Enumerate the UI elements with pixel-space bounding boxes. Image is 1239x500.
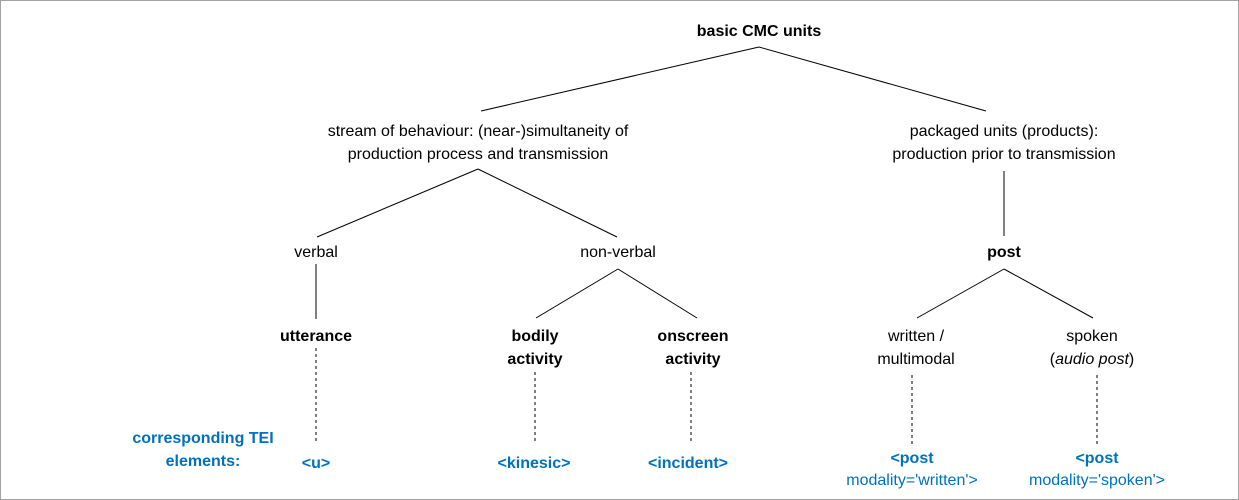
connector-post-to-spoken — [1003, 268, 1094, 319]
node-spoken-line1: spoken — [1066, 328, 1118, 345]
connector-nonverbal-to-bodily — [535, 268, 619, 319]
tei-elements-label: corresponding TEI elements: — [132, 427, 273, 473]
node-verbal: verbal — [294, 244, 338, 261]
tei-tag-post-written: <post modality='written'> — [846, 448, 978, 492]
node-stream-line2: production process and transmission — [347, 146, 609, 163]
spoken-paren-close: ) — [1128, 351, 1135, 368]
node-written-line1: written / — [887, 328, 945, 345]
node-packaged-line2: production prior to transmission — [892, 146, 1116, 163]
tei-post-written-line2: modality='written'> — [846, 472, 978, 489]
node-bodily-activity: bodily activity — [507, 325, 562, 371]
node-non-verbal: non-verbal — [580, 244, 656, 261]
tei-tag-kinesic: <kinesic> — [497, 455, 571, 472]
spoken-paren-open: ( — [1049, 351, 1056, 368]
node-spoken-line2: (audio post) — [1050, 348, 1135, 371]
node-onscreen-activity: onscreen activity — [657, 325, 728, 371]
connector-post-to-written — [916, 268, 1005, 319]
node-stream-of-behaviour: stream of behaviour: (near-)simultaneity… — [328, 120, 629, 166]
node-utterance: utterance — [279, 328, 353, 345]
connector-root-to-stream — [480, 46, 760, 112]
node-onscreen-line1: onscreen — [657, 328, 729, 345]
connector-nonverbal-to-onscreen — [617, 268, 698, 319]
tei-tag-incident: <incident> — [647, 455, 729, 472]
node-bodily-line2: activity — [507, 351, 563, 368]
node-onscreen-line2: activity — [665, 351, 721, 368]
tei-label-line2: elements: — [165, 453, 241, 470]
tei-post-spoken-line1: <post — [1075, 450, 1119, 467]
spoken-italic-text: audio post — [1055, 351, 1129, 368]
node-bodily-line1: bodily — [511, 328, 559, 345]
node-basic-cmc-units: basic CMC units — [696, 23, 822, 40]
node-packaged-line1: packaged units (products): — [909, 123, 1099, 140]
node-packaged-units: packaged units (products): production pr… — [892, 120, 1115, 166]
node-stream-line1: stream of behaviour: (near-)simultaneity… — [327, 123, 629, 140]
connector-stream-to-verbal — [316, 168, 479, 238]
tei-post-spoken-line2: modality='spoken'> — [1029, 472, 1165, 489]
node-spoken-audio-post: spoken (audio post) — [1050, 325, 1135, 371]
node-written-line2: multimodal — [877, 351, 955, 368]
tei-tag-post-spoken: <post modality='spoken'> — [1029, 448, 1165, 492]
connector-root-to-packaged — [758, 46, 987, 112]
node-post: post — [987, 244, 1021, 261]
tei-label-line1: corresponding TEI — [132, 430, 274, 447]
node-written-multimodal: written / multimodal — [877, 325, 954, 371]
tei-post-written-line1: <post — [890, 450, 934, 467]
connector-stream-to-nonverbal — [477, 168, 618, 238]
tei-tag-u: <u> — [301, 455, 331, 472]
